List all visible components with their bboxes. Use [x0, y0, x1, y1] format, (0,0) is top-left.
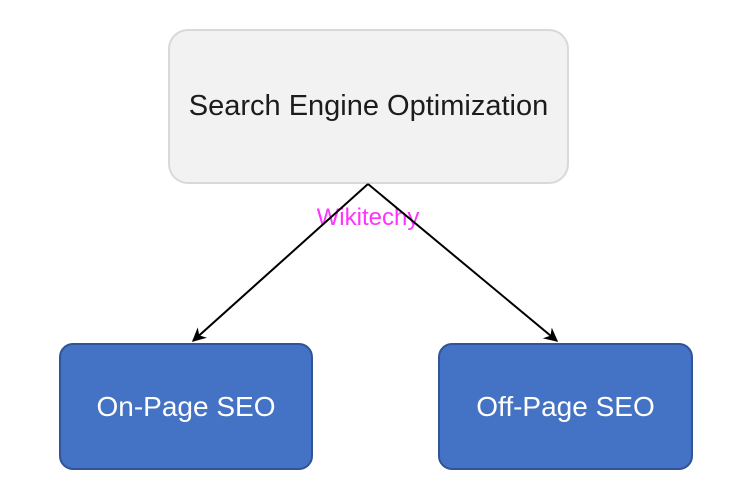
node-search-engine-optimization-label: Search Engine Optimization	[188, 90, 549, 122]
watermark-text: Wikitechy	[316, 204, 420, 231]
node-off-page-seo: Off-Page SEO	[438, 343, 693, 470]
node-on-page-seo: On-Page SEO	[59, 343, 313, 470]
node-on-page-seo-label: On-Page SEO	[96, 390, 276, 422]
node-off-page-seo-label: Off-Page SEO	[476, 390, 655, 422]
node-search-engine-optimization: Search Engine Optimization	[168, 29, 569, 184]
